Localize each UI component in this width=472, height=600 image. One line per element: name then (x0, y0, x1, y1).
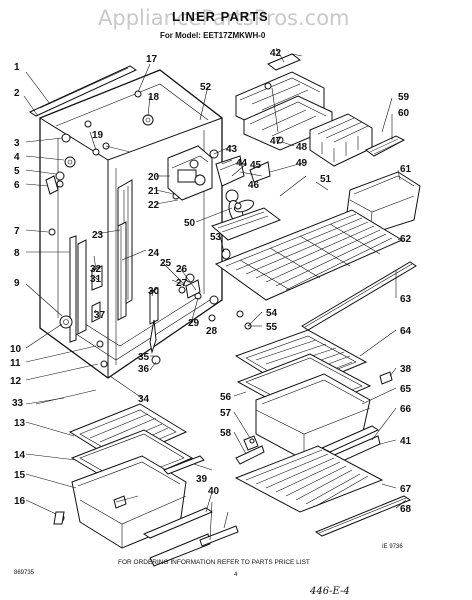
callout-57: 57 (220, 408, 232, 419)
callout-54: 54 (266, 308, 278, 319)
callout-33: 33 (12, 398, 24, 409)
callout-17: 17 (146, 54, 158, 65)
callout-21: 21 (148, 186, 160, 197)
callout-16: 16 (14, 496, 26, 507)
callout-23: 23 (92, 230, 104, 241)
ice-cube-tray (309, 113, 373, 167)
callout-39: 39 (196, 474, 208, 485)
callout-1: 1 (14, 62, 20, 73)
ordering-note: FOR ORDERING INFORMATION REFER TO PARTS … (118, 559, 310, 566)
callout-52: 52 (200, 82, 212, 93)
callout-14: 14 (14, 450, 26, 461)
crisper-bracket (235, 435, 265, 465)
callout-12: 12 (10, 376, 22, 387)
crisper-pan (255, 373, 371, 461)
lower-wire-shelf (234, 445, 384, 513)
callout-11: 11 (10, 358, 21, 369)
callout-9: 9 (14, 278, 20, 289)
callout-42: 42 (270, 48, 282, 59)
callout-18: 18 (148, 92, 160, 103)
callout-45: 45 (250, 160, 262, 171)
callout-2: 2 (14, 88, 20, 99)
callout-48: 48 (296, 142, 308, 153)
callout-43: 43 (226, 144, 238, 155)
callout-49: 49 (296, 158, 308, 169)
page-number: 4 (234, 572, 238, 578)
callout-20: 20 (148, 172, 160, 183)
upper-wire-shelf (214, 209, 404, 301)
callout-50: 50 (184, 218, 196, 229)
right-stop (379, 371, 393, 385)
callout-4: 4 (14, 152, 20, 163)
callout-24: 24 (148, 248, 160, 259)
handwritten-code: 446-E-4 (309, 586, 350, 597)
code-right: IE 9736 (382, 544, 403, 550)
callout-34: 34 (138, 394, 150, 405)
callout-6: 6 (14, 180, 20, 191)
model-subtitle: For Model: EET17ZMKWH-0 (160, 31, 266, 40)
callout-8: 8 (14, 248, 20, 259)
callout-66: 66 (400, 404, 412, 415)
callout-53: 53 (210, 232, 222, 243)
callout-67: 67 (400, 484, 412, 495)
control-housing (167, 145, 271, 203)
callout-38: 38 (400, 364, 412, 375)
callout-47: 47 (270, 136, 282, 147)
leader-lines (23, 47, 407, 541)
callout-25: 25 (160, 258, 172, 269)
ice-rack-assembly (235, 53, 333, 151)
callout-10: 10 (10, 344, 22, 355)
callout-27: 27 (176, 278, 188, 289)
callout-63: 63 (400, 294, 412, 305)
callout-68: 68 (400, 504, 412, 515)
top-trim-bar (28, 65, 138, 117)
callout-31: 31 (90, 274, 102, 285)
callout-51: 51 (320, 174, 332, 185)
diagram-title: LINER PARTS (172, 9, 269, 24)
callout-60: 60 (398, 108, 410, 119)
code-left: 869735 (14, 570, 35, 576)
callout-61: 61 (400, 164, 412, 175)
callout-32: 32 (90, 264, 102, 275)
callout-58: 58 (220, 428, 232, 439)
callout-41: 41 (400, 436, 412, 447)
callout-28: 28 (206, 326, 218, 337)
callout-46: 46 (248, 180, 260, 191)
callout-7: 7 (14, 226, 20, 237)
callout-19: 19 (92, 130, 104, 141)
callout-56: 56 (220, 392, 232, 403)
callout-29: 29 (188, 318, 200, 329)
shelf-trim-lower (314, 495, 412, 537)
callout-62: 62 (400, 234, 412, 245)
small-hardware (45, 90, 219, 525)
callout-13: 13 (14, 418, 26, 429)
watermark: AppliancePartsPros.com (98, 6, 350, 30)
callout-26: 26 (176, 264, 188, 275)
callout-5: 5 (14, 166, 20, 177)
callout-numbers: 1 2 3 4 5 6 7 8 9 10 11 12 13 14 15 16 1… (10, 48, 412, 515)
evaporator-cover (211, 207, 282, 260)
meat-pan-side-rail (163, 455, 205, 475)
callout-40: 40 (208, 486, 220, 497)
callout-22: 22 (148, 200, 160, 211)
callout-44: 44 (236, 158, 248, 169)
left-rail (69, 235, 87, 343)
meat-pan-front (142, 507, 214, 567)
lower-slide-rail (199, 525, 239, 547)
callout-59: 59 (398, 92, 410, 103)
callout-37: 37 (94, 310, 106, 321)
callout-64: 64 (400, 326, 412, 337)
ice-bin-strip (365, 135, 406, 157)
callout-65: 65 (400, 384, 412, 395)
callout-35: 35 (138, 352, 150, 363)
callout-3: 3 (14, 138, 20, 149)
callout-30: 30 (148, 286, 160, 297)
callout-36: 36 (138, 364, 150, 375)
callout-55: 55 (266, 322, 278, 333)
center-rail (117, 221, 127, 321)
callout-15: 15 (14, 470, 26, 481)
shelf-trim-upper (301, 261, 417, 331)
